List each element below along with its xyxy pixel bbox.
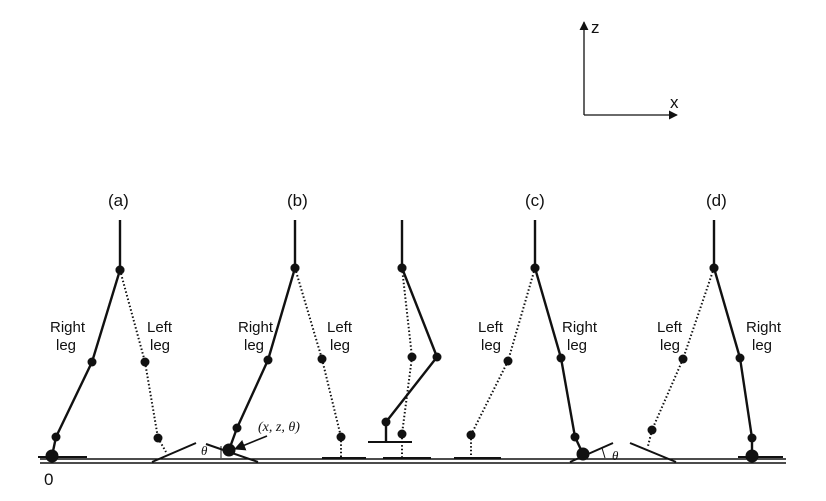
svg-text:Right: Right xyxy=(746,319,782,336)
panel-d-right-leg-label: Right leg xyxy=(746,319,782,354)
panel-c-angle-arc xyxy=(601,447,606,459)
svg-text:Right: Right xyxy=(238,319,274,336)
panel-d-left-foot xyxy=(629,442,677,463)
panel-c-right-leg-joint xyxy=(530,263,540,273)
svg-text:Left: Left xyxy=(327,319,353,336)
panel-a-right-shank xyxy=(50,436,58,457)
foot-pose-label: (x, z, θ) xyxy=(258,420,300,435)
panel-mid-left-leg-joint xyxy=(397,263,407,273)
walking-figures xyxy=(38,220,783,463)
panel-mid-left-leg-segment xyxy=(401,267,413,358)
panel-d-left-shank xyxy=(647,429,653,447)
panel-mid-right-leg-segment xyxy=(385,356,438,423)
panel-d-left-leg-label: Left leg xyxy=(657,319,683,354)
panel-b-left-leg-label: Left leg xyxy=(327,319,353,354)
panel-b-left-leg-joint xyxy=(317,354,327,364)
panel-b-right-foot xyxy=(205,443,259,463)
foot-pose-annotation: (x, z, θ) xyxy=(233,420,300,451)
panel-a-left-leg-segment xyxy=(144,361,159,439)
panel-a-left-leg-segment xyxy=(119,269,146,363)
svg-text:leg: leg xyxy=(660,337,680,354)
svg-text:Left: Left xyxy=(657,319,683,336)
svg-text:Right: Right xyxy=(562,319,598,336)
panel-mid-left-leg-joint xyxy=(407,352,417,362)
panel-b-right-leg-segment xyxy=(266,267,297,361)
panel-d-left-leg-segment xyxy=(682,267,715,360)
svg-text:leg: leg xyxy=(150,337,170,354)
panel-d-right-leg-joint xyxy=(735,353,745,363)
svg-text:leg: leg xyxy=(56,337,76,354)
panel-a-left-shank xyxy=(157,437,167,453)
panel-a-right-leg-segment xyxy=(90,269,122,363)
panel-b-left-leg-segment xyxy=(321,358,342,438)
svg-text:Left: Left xyxy=(478,319,504,336)
panel-b-right-leg-label: Right leg xyxy=(238,319,274,354)
panel-a-right-leg-joint xyxy=(87,357,97,367)
panel-a-right-leg-label: Right leg xyxy=(50,319,86,354)
panel-c-left-leg-segment xyxy=(470,360,509,436)
panel-b-angle-label: θ xyxy=(201,443,208,458)
panel-a-label: (a) xyxy=(108,191,129,210)
panel-mid-right-leg-joint xyxy=(432,352,442,362)
panel-a-left-leg-joint xyxy=(115,265,125,275)
panel-d-right-leg-joint xyxy=(709,263,719,273)
panel-c-left-leg-segment xyxy=(507,267,536,362)
panel-c-right-foot xyxy=(569,442,614,463)
svg-text:leg: leg xyxy=(330,337,350,354)
panel-d-right-leg-segment xyxy=(738,357,754,439)
panel-a-left-leg-label: Left leg xyxy=(147,319,173,354)
ground: 0 xyxy=(40,458,786,489)
panel-d-left-leg-joint xyxy=(678,354,688,364)
foot-pose-pointer xyxy=(233,435,268,451)
svg-text:Left: Left xyxy=(147,319,173,336)
panel-b-left-leg-segment xyxy=(294,267,323,360)
panel-a-left-foot xyxy=(151,442,197,463)
panel-c-left-leg-label: Left leg xyxy=(478,319,504,354)
panel-b-label: (b) xyxy=(287,191,308,210)
z-axis-label: z xyxy=(591,18,600,37)
panel-a-right-leg-segment xyxy=(54,361,94,438)
panel-c-left-leg-joint xyxy=(503,356,513,366)
axes-indicator: z x xyxy=(579,18,679,120)
panel-c-angle-label: θ xyxy=(612,448,619,463)
panel-c-label: (c) xyxy=(525,191,545,210)
x-axis-label: x xyxy=(670,93,679,112)
panel-c-right-leg-label: Right leg xyxy=(562,319,598,354)
panel-a-left-leg-joint xyxy=(140,357,150,367)
panel-b-right-leg-joint xyxy=(263,355,273,365)
panel-c-right-leg-segment xyxy=(559,357,577,438)
svg-text:Right: Right xyxy=(50,319,86,336)
origin-label: 0 xyxy=(44,470,53,489)
panel-b-right-leg-segment xyxy=(235,359,270,429)
panel-d-right-leg-segment xyxy=(712,267,742,359)
panel-c-right-leg-segment xyxy=(533,267,563,359)
svg-text:leg: leg xyxy=(244,337,264,354)
panel-c-right-leg-joint xyxy=(556,353,566,363)
panel-b-left-leg-joint xyxy=(290,263,300,273)
svg-text:leg: leg xyxy=(752,337,772,354)
svg-text:leg: leg xyxy=(567,337,587,354)
panel-d-left-leg-segment xyxy=(651,358,684,431)
panel-mid-right-leg-segment xyxy=(400,267,439,358)
svg-text:leg: leg xyxy=(481,337,501,354)
panel-d-label: (d) xyxy=(706,191,727,210)
